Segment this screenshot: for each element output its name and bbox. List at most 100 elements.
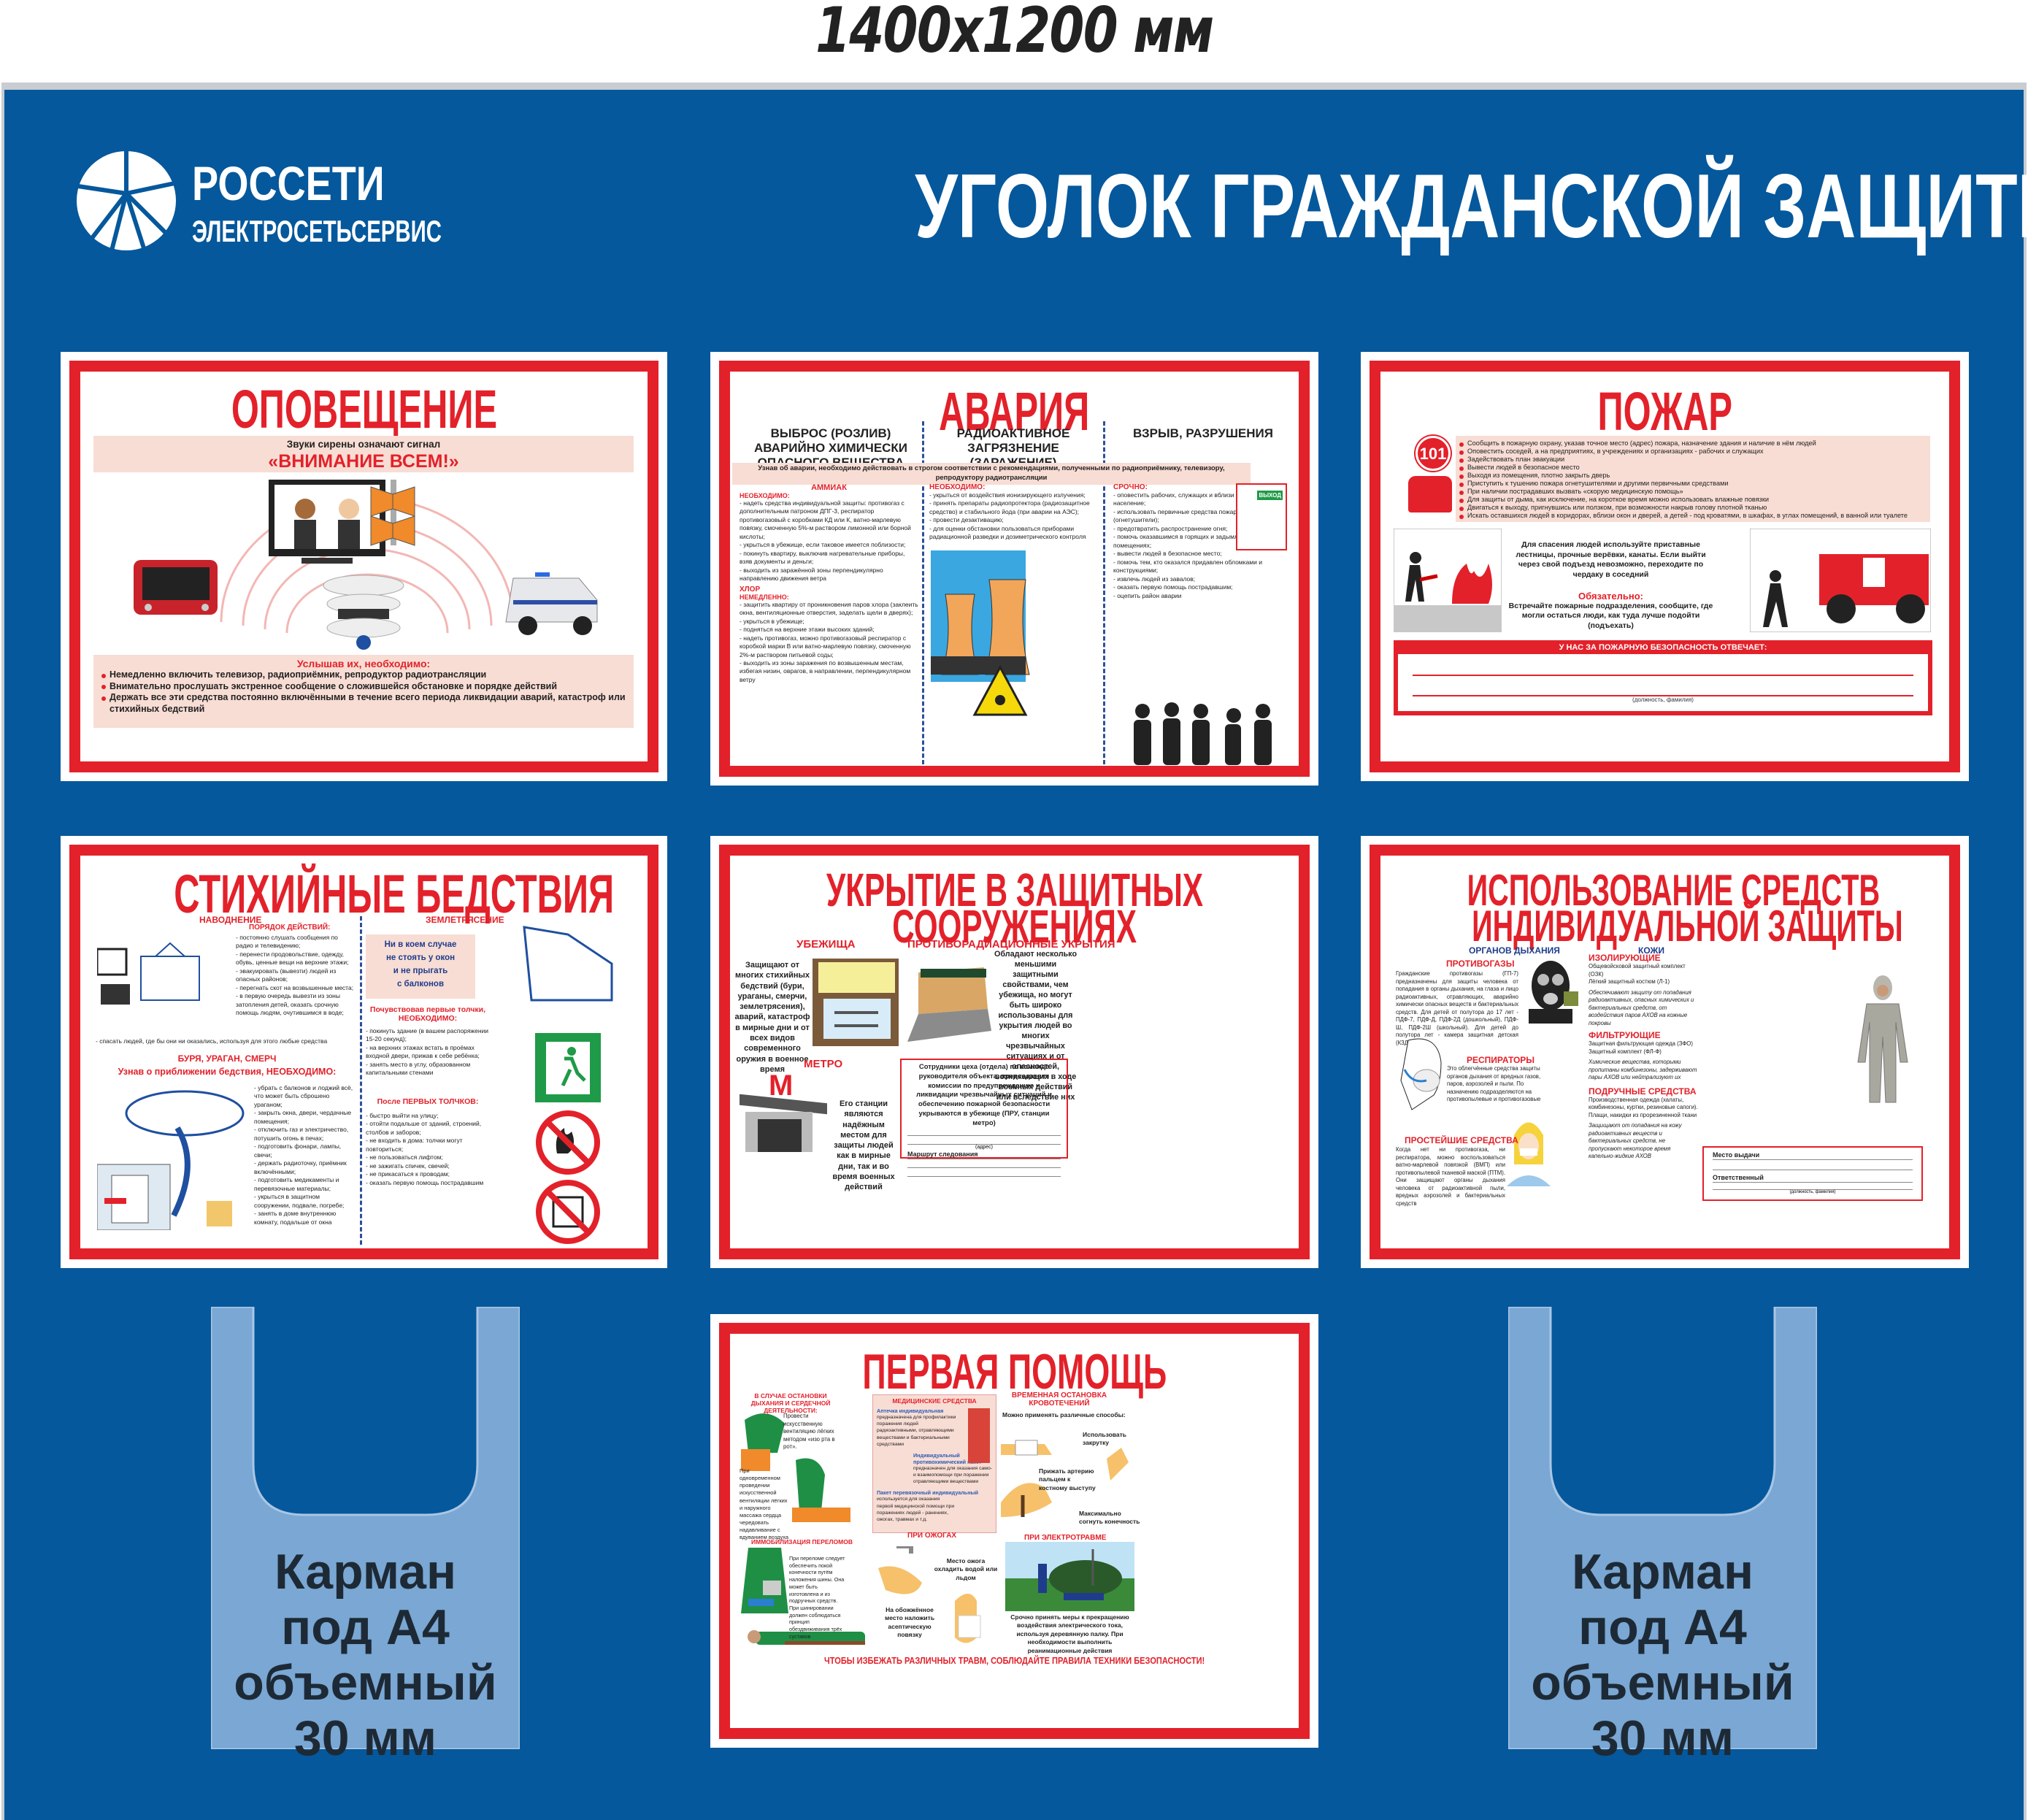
- loudspeaker-icon: [370, 480, 415, 546]
- earthquake-after-item: - не прикасаться к проводам;: [366, 1170, 450, 1178]
- bleeding-method-1: Использовать закрутку: [1083, 1431, 1127, 1447]
- a4-pocket-right[interactable]: Карман под А4 объемный 30 мм: [1508, 1307, 1817, 1766]
- storm-item: - держать радиоточку, приёмник включённы…: [254, 1159, 347, 1175]
- tv-icon: [269, 480, 385, 564]
- shelter-staff-box: Сотрудники цеха (отдела) по команде руко…: [900, 1059, 1068, 1177]
- earthquake-after-item: - не пользоваться лифтом;: [366, 1153, 443, 1162]
- burn-text-2: На обожжённое место наложить асептическу…: [884, 1606, 935, 1639]
- metro-text: Его станции являются надёжным местом для…: [832, 1099, 895, 1192]
- flood-last-item: - спасать людей, где бы они ни оказались…: [96, 1037, 328, 1045]
- radiation-item: - для оценки обстановки пользоваться при…: [929, 524, 1086, 541]
- metro-entrance-illustration: М: [740, 1070, 827, 1153]
- poster-frame: [69, 361, 658, 772]
- explosion-item: - помочь тем, кто оказался придавлен обл…: [1113, 558, 1262, 575]
- flood-heading: НАВОДНЕНИЕ: [199, 915, 262, 925]
- respirator-heading: РЕСПИРАТОРЫ: [1467, 1055, 1535, 1065]
- fracture-text: При переломе следует обеспечить покой ко…: [789, 1555, 845, 1640]
- respirator-text: Это облегчённые средства защиты органов …: [1447, 1065, 1541, 1103]
- poster-title: СТИХИЙНЫЕ БЕДСТВИЯ: [174, 864, 615, 924]
- earthquake-signs: [523, 926, 613, 1244]
- responsible-heading: У НАС ЗА ПОЖАРНУЮ БЕЗОПАСНОСТЬ ОТВЕЧАЕТ:: [1559, 643, 1767, 652]
- filtering-note: Химические вещества, которыми пропитаны …: [1589, 1059, 1697, 1081]
- poster-frame: [1370, 361, 1960, 772]
- radio-icon: [101, 984, 130, 1005]
- action-item: Внимательно прослушать экстренное сообще…: [101, 681, 626, 693]
- chlorine-item: - выходить из зоны заражения по возвышен…: [740, 658, 911, 683]
- pocket-label: Карман под А4 объемный 30 мм: [234, 1544, 497, 1766]
- skin-protection-section: ИЗОЛИРУЮЩИЕ Общевойсковой защитный компл…: [1589, 953, 1698, 1161]
- cpr-text2: При одновременном проведении искусственн…: [740, 1467, 789, 1541]
- breathing-heading: ОРГАНОВ ДЫХАНИЯ: [1469, 945, 1560, 956]
- fire-action-item: Искать оставшихся людей в коридорах, вбл…: [1459, 512, 1927, 520]
- fire-truck-illustration: [1750, 529, 1931, 632]
- police-car-icon: [505, 572, 598, 635]
- antirad-heading: ПРОТИВОРАДИАЦИОННЫЕ УКРЫТИЯ: [907, 938, 1115, 951]
- action-item: Немедленно включить телевизор, радиоприё…: [101, 669, 626, 681]
- radiation-section: НЕОБХОДИМО: - укрыться от воздействия ио…: [929, 483, 1099, 542]
- address-caption: (адрес): [975, 1144, 993, 1150]
- storm-item: - подготовить фонари, лампы, свечи;: [254, 1143, 342, 1159]
- explosion-section: СРОЧНО: - оповестить рабочих, служащих и…: [1113, 483, 1288, 600]
- electro-text: Срочно принять меры к прекращению воздей…: [1010, 1613, 1129, 1654]
- a4-pocket-left[interactable]: Карман под А4 объемный 30 мм: [211, 1307, 520, 1766]
- poster-frame: [719, 1323, 1310, 1739]
- responsible-caption: (должность, фамилия): [1632, 696, 1694, 703]
- bandage-text: используется для оказания первой медицин…: [877, 1497, 955, 1522]
- explosion-sub: СРОЧНО:: [1113, 483, 1148, 491]
- antirad-shelter-illustration: [907, 967, 991, 1042]
- refuge-heading: УБЕЖИЩА: [796, 938, 856, 951]
- radiation-item: - принять препараты радиопротектора (рад…: [929, 499, 1090, 515]
- fire-action-item: Задействовать план эвакуации: [1459, 456, 1927, 464]
- route-label: Маршрут следования: [907, 1150, 1061, 1159]
- responsible-line: [1413, 676, 1913, 696]
- metro-logo-icon: М: [769, 1070, 794, 1102]
- fire-action-item: Оповестить соседей, а на предприятиях, в…: [1459, 448, 1927, 456]
- earthquake-heading: ЗЕМЛЕТРЯСЕНИЕ: [426, 915, 504, 925]
- ppe-responsible-label: Ответственный: [1713, 1173, 1913, 1183]
- poster-title: ПЕРВАЯ ПОМОЩЬ: [862, 1344, 1167, 1399]
- chlorine-heading: ХЛОР: [740, 585, 761, 594]
- protective-suit-illustration: [1857, 975, 1908, 1103]
- poster-frame: [69, 845, 658, 1259]
- signal-subtitle: Звуки сирены означают сигнал: [286, 439, 441, 450]
- isolating-heading: ИЗОЛИРУЮЩИЕ: [1589, 953, 1661, 963]
- poster-first-aid: ПЕРВАЯ ПОМОЩЬ В СЛУЧАЕ ОСТАНОВКИ ДЫХАНИЯ…: [710, 1314, 1318, 1748]
- poster-title-line1: УКРЫТИЕ В ЗАЩИТНЫХ: [826, 864, 1203, 916]
- phone-101-icon: 101: [1394, 436, 1452, 516]
- no-elevator-icon: [536, 1180, 600, 1244]
- bleeding-method-2: Прижать артерию пальцем к костному высту…: [1039, 1467, 1096, 1491]
- people-silhouettes-icon: [1134, 702, 1272, 765]
- issue-place-label: Место выдачи: [1713, 1151, 1913, 1161]
- logo-name: РОССЕТИ: [192, 156, 385, 210]
- page-title: УГОЛОК ГРАЖДАНСКОЙ ЗАЩИТЫ: [915, 156, 2028, 257]
- signal-alert: «ВНИМАНИЕ ВСЕМ!»: [268, 450, 459, 472]
- explosion-item: - помочь оказавшимся в горящих и задымлё…: [1113, 533, 1256, 549]
- poster-notification: ОПОВЕЩЕНИЕ Звуки сирены означают сигнал …: [61, 352, 667, 781]
- ammonia-item: - укрыться в убежище, если таковое имеет…: [740, 541, 906, 549]
- logo-subtitle: ЭЛЕКТРОСЕТЬСЕРВИС: [192, 214, 442, 248]
- improvised-heading: ПОДРУЧНЫЕ СРЕДСТВА: [1589, 1086, 1697, 1097]
- electrotrauma-illustration: [1005, 1542, 1134, 1611]
- electric-siren-icon: [323, 575, 404, 650]
- safety-footer: ЧТОБЫ ИЗБЕЖАТЬ РАЗЛИЧНЫХ ТРАВМ, СОБЛЮДАЙ…: [823, 1655, 1205, 1666]
- pocket-label: Карман под А4 объемный 30 мм: [1531, 1544, 1794, 1766]
- flood-sub: ПОРЯДОК ДЕЙСТВИЙ:: [249, 924, 331, 932]
- flood-item: - перенести продовольствие, одежду, обув…: [236, 950, 349, 967]
- earthquake-after-item: - быстро выйти на улицу;: [366, 1112, 439, 1119]
- metro-heading: МЕТРО: [804, 1058, 843, 1070]
- fire-actions-box: Сообщить в пожарную охрану, указав точно…: [1456, 436, 1930, 522]
- simple-text: Когда нет ни противогаза, ни респиратора…: [1396, 1146, 1505, 1207]
- storm-item: - укрыться в защитном сооружении, подвал…: [254, 1193, 345, 1209]
- isolating-note: Обеспечивают защиту от попадания радиоак…: [1589, 988, 1694, 1026]
- radiation-sign-icon: [972, 664, 1028, 716]
- poster-title-line1: ИСПОЛЬЗОВАНИЕ СРЕДСТВ: [1467, 866, 1881, 915]
- pocket-shape: [1508, 1307, 1817, 1749]
- fire-action-item: Для защиты от дыма, как исключение, на к…: [1459, 496, 1927, 504]
- staff-text: Сотрудники цеха (отдела) по команде руко…: [916, 1063, 1052, 1127]
- chlorine-item: - защитить квартиру от проникновения пар…: [740, 600, 918, 617]
- signal-band: Звуки сирены означают сигнал «ВНИМАНИЕ В…: [93, 436, 634, 472]
- fracture-illustration: [741, 1548, 865, 1645]
- gasmask-text: Гражданские противогазы (ГП-7) предназна…: [1396, 970, 1518, 1046]
- mandatory-heading: Обязательно:: [1578, 590, 1644, 602]
- ammonia-item: - покинуть квартиру, выключив нагревател…: [740, 549, 905, 566]
